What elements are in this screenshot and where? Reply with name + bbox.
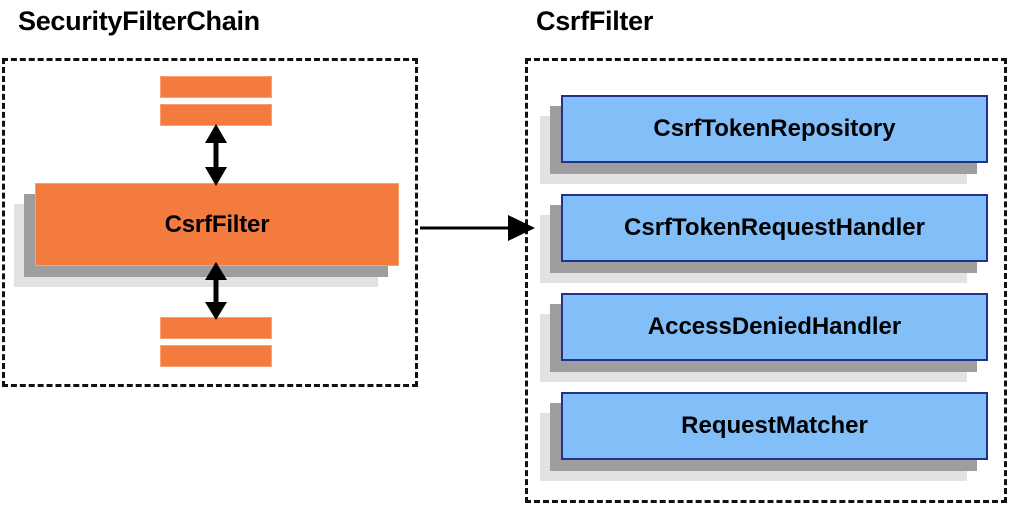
collaborator-box-csrf-token-request-handler[interactable]: CsrfTokenRequestHandler [540, 194, 988, 283]
filter-stub-bar-top-2 [160, 104, 272, 126]
filter-stub-bar-bottom-1 [160, 317, 272, 339]
collaborator-box-csrf-token-repository[interactable]: CsrfTokenRepository [540, 95, 988, 184]
panel-security-filter-chain [2, 58, 418, 387]
double-arrow-above-csrffilter-icon [205, 124, 227, 186]
csrffilter-to-detail-arrow-icon [420, 215, 535, 241]
panel-csrf-filter [525, 58, 1007, 503]
csrf-filter-box[interactable]: CsrfFilter [14, 183, 399, 287]
collaborator-label: CsrfTokenRequestHandler [561, 194, 988, 262]
filter-stub-bar-top-1 [160, 76, 272, 98]
collaborator-box-request-matcher[interactable]: RequestMatcher [540, 392, 988, 481]
collaborator-label: RequestMatcher [561, 392, 988, 460]
filter-stub-bar-bottom-2 [160, 345, 272, 367]
page-title-csrf-filter: CsrfFilter [536, 6, 654, 36]
collaborator-box-access-denied-handler[interactable]: AccessDeniedHandler [540, 293, 988, 382]
collaborator-label: AccessDeniedHandler [561, 293, 988, 361]
double-arrow-below-csrffilter-icon [205, 262, 227, 320]
csrf-filter-box-label: CsrfFilter [35, 183, 399, 266]
page-title-security-filter-chain: SecurityFilterChain [18, 6, 260, 36]
collaborator-label: CsrfTokenRepository [561, 95, 988, 163]
